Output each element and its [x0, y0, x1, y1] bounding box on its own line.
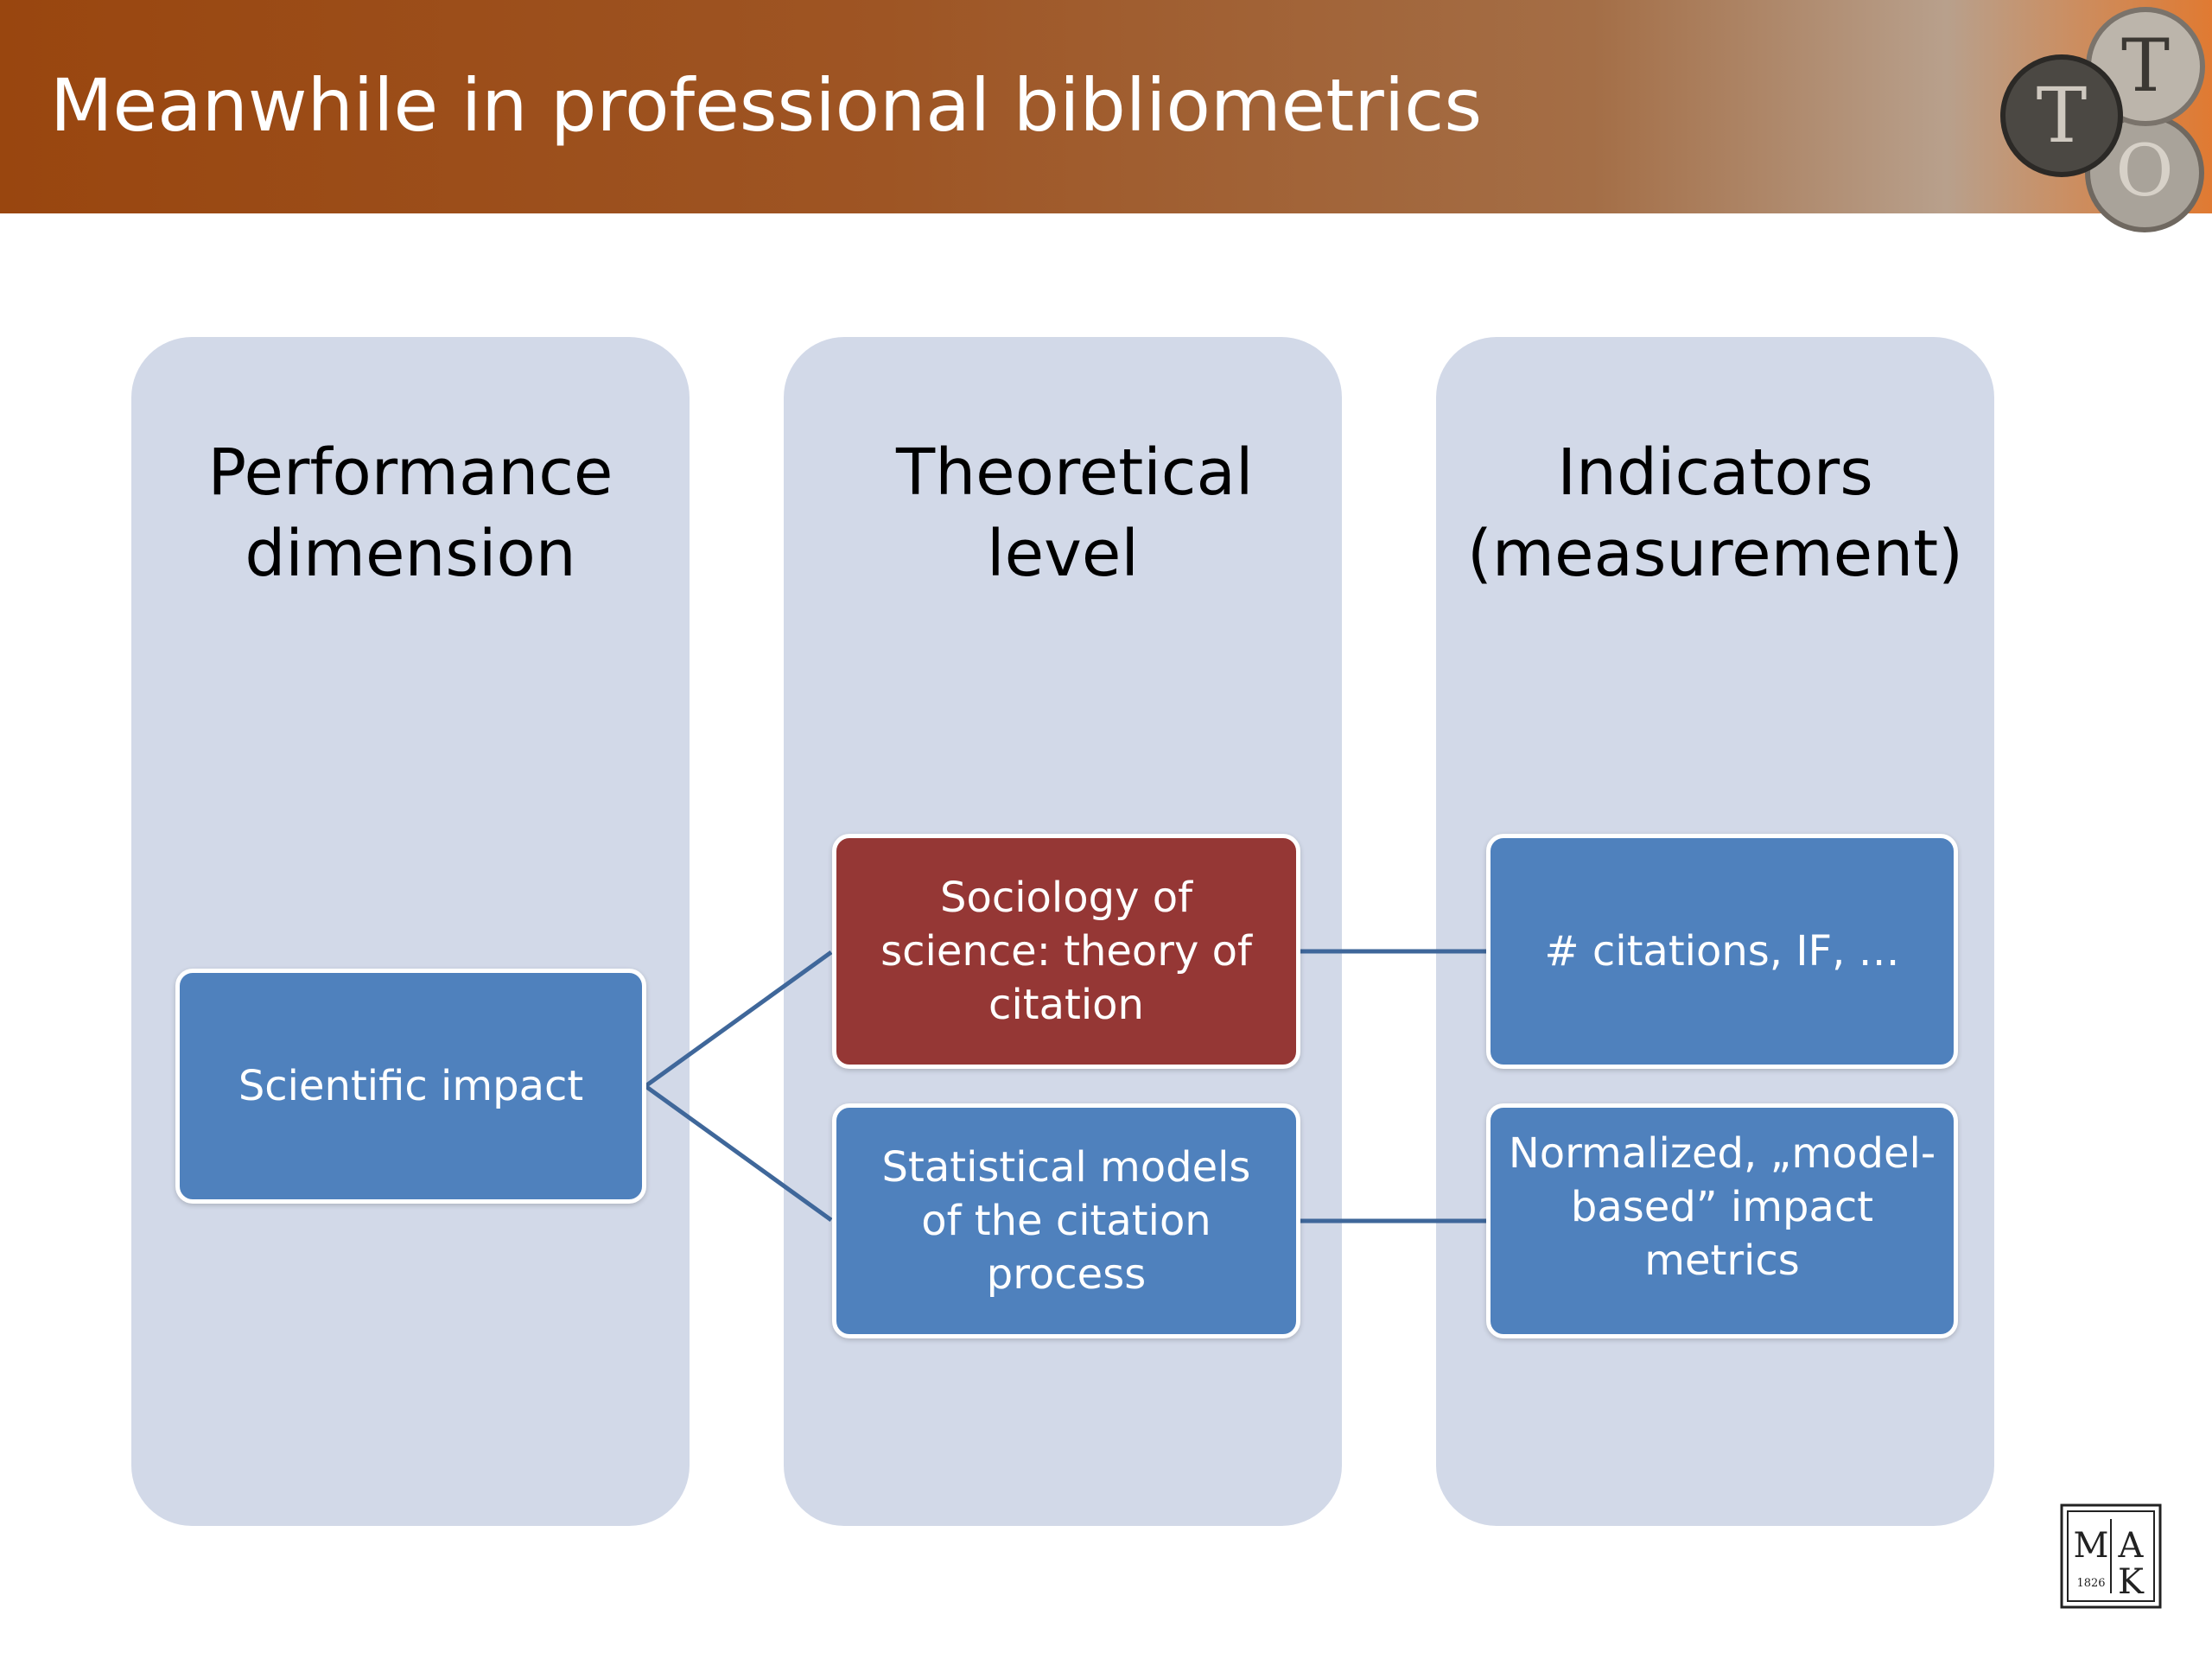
box-label: Sociology of science: theory of citation: [880, 874, 1252, 1029]
logo-letter-m: M: [2074, 1526, 2109, 1566]
column-title-theoretical: Theoretical level: [896, 435, 1254, 591]
logo-year: 1826: [2076, 1577, 2105, 1590]
box-scientific-impact: Scientific impact: [175, 969, 646, 1204]
column-title-performance: Performance dimension: [207, 435, 613, 591]
tto-logo-icon: O T T: [2000, 7, 2205, 232]
box-label: # citations, IF, …: [1544, 927, 1900, 976]
box-label: Statistical models of the citation proce…: [881, 1143, 1251, 1299]
box-statistical-models: Statistical models of the citation proce…: [832, 1103, 1300, 1338]
box-label: Scientific impact: [238, 1062, 584, 1110]
column-title-indicators: Indicators (measurement): [1466, 435, 1963, 591]
logo-letter-o: O: [2115, 130, 2173, 213]
mtak-logo-icon: M A K 1826: [2060, 1503, 2162, 1609]
box-normalized-metrics: Normalized, „model-based” impact metrics: [1486, 1103, 1958, 1338]
logo-letter-t-left: T: [2037, 71, 2088, 160]
column-performance: Performance dimension: [131, 337, 690, 1526]
slide-title: Meanwhile in professional bibliometrics: [50, 63, 1483, 148]
logo-letter-k: K: [2118, 1562, 2145, 1602]
logo-letter-t-right: T: [2121, 23, 2170, 108]
header-bar: Meanwhile in professional bibliometrics: [0, 0, 2212, 213]
box-sociology-of-science: Sociology of science: theory of citation: [832, 834, 1300, 1069]
logo-letter-a: A: [2118, 1526, 2145, 1566]
box-label: Normalized, „model-based” impact metrics: [1508, 1129, 1936, 1285]
box-citations-if: # citations, IF, …: [1486, 834, 1958, 1069]
